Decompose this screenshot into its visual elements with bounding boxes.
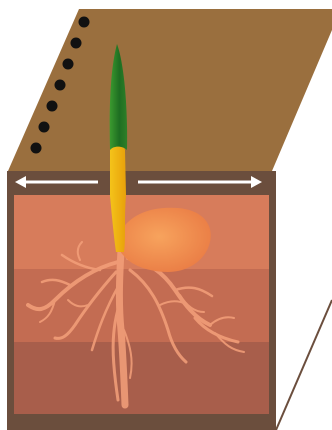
seed-dot-icon xyxy=(55,80,66,91)
seed-dot-icon xyxy=(31,143,42,154)
seed-dot-icon xyxy=(39,122,50,133)
seed-dot-icon xyxy=(71,38,82,49)
box-side-edge xyxy=(276,300,332,430)
seed-dot-icon xyxy=(47,101,58,112)
soil-surface xyxy=(8,9,332,171)
seed-dot-icon xyxy=(63,59,74,70)
soil-layer-bottom xyxy=(14,342,269,414)
seed-dot-icon xyxy=(79,17,90,28)
